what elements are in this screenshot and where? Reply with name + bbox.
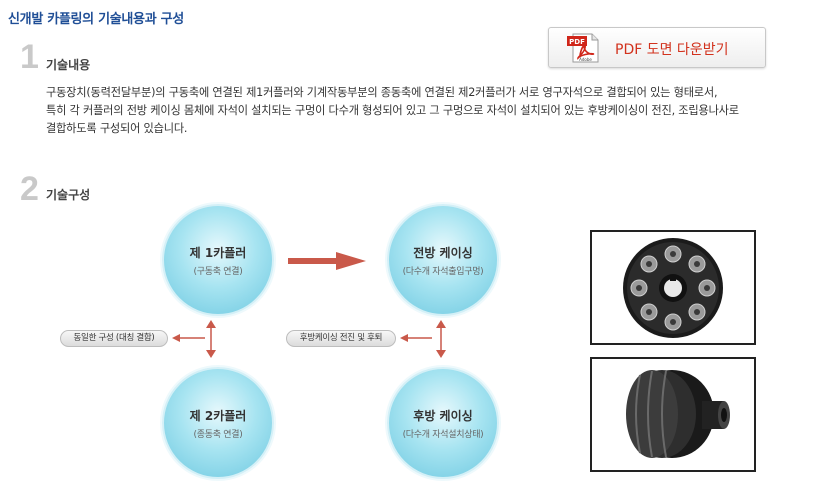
circle-title: 후방 케이싱 bbox=[413, 409, 473, 423]
description-line: 특히 각 커플러의 전방 케이싱 몸체에 자석이 설치되는 구멍이 다수개 형성… bbox=[46, 104, 739, 117]
description-line: 결합하도록 구성되어 있습니다. bbox=[46, 122, 188, 135]
coupling-front-image bbox=[623, 238, 723, 338]
section-title-1: 기술내용 bbox=[46, 58, 91, 72]
symmetric-label: 동일한 구성 (대칭 결합) bbox=[60, 330, 168, 347]
circle-front-casing: 전방 케이싱 (다수개 자석출입구멍) bbox=[387, 204, 499, 316]
coupling-side-image bbox=[626, 370, 730, 458]
circle-title: 전방 케이싱 bbox=[413, 246, 473, 260]
tech-description: 구동장치(동력전달부분)의 구동축에 연결된 제1커플러와 기계작동부분의 종동… bbox=[46, 84, 806, 138]
pdf-download-label: PDF 도면 다운받기 bbox=[615, 42, 729, 58]
circle-subtitle: (종동축 연결) bbox=[193, 430, 243, 440]
right-vertical-arrow bbox=[436, 320, 446, 358]
pdf-download-button[interactable]: PDF Adobe PDF 도면 다운받기 bbox=[548, 27, 766, 68]
pdf-file-icon: PDF Adobe bbox=[567, 33, 599, 63]
rear-casing-motion-label: 후방케이싱 전진 및 후퇴 bbox=[286, 330, 396, 347]
section-number-1: 1 bbox=[20, 38, 39, 76]
description-line: 구동장치(동력전달부분)의 구동축에 연결된 제1커플러와 기계작동부분의 종동… bbox=[46, 86, 718, 99]
circle-first-coupler: 제 1카플러 (구동축 연결) bbox=[162, 204, 274, 316]
left-vertical-arrow bbox=[206, 320, 216, 358]
circle-subtitle: (다수개 자석설치상태) bbox=[402, 430, 484, 440]
section-title-2: 기술구성 bbox=[46, 188, 91, 202]
coupling-front-photo bbox=[590, 230, 756, 345]
adobe-label: Adobe bbox=[579, 57, 592, 62]
circle-title: 제 1카플러 bbox=[189, 246, 247, 260]
circle-rear-casing: 후방 케이싱 (다수개 자석설치상태) bbox=[387, 367, 499, 479]
left-horizontal-arrow bbox=[172, 334, 205, 342]
center-horizontal-arrow bbox=[400, 334, 432, 342]
circle-second-coupler: 제 2카플러 (종동축 연결) bbox=[162, 367, 274, 479]
circle-subtitle: (구동축 연결) bbox=[193, 267, 243, 277]
circle-title: 제 2카플러 bbox=[189, 409, 247, 423]
page-title: 신개발 카플링의 기술내용과 구성 bbox=[8, 12, 184, 27]
section-number-2: 2 bbox=[20, 170, 39, 208]
main-right-arrow bbox=[288, 252, 366, 270]
coupling-side-photo bbox=[590, 357, 756, 472]
circle-subtitle: (다수개 자석출입구멍) bbox=[402, 267, 484, 277]
pdf-badge-text: PDF bbox=[569, 38, 585, 46]
